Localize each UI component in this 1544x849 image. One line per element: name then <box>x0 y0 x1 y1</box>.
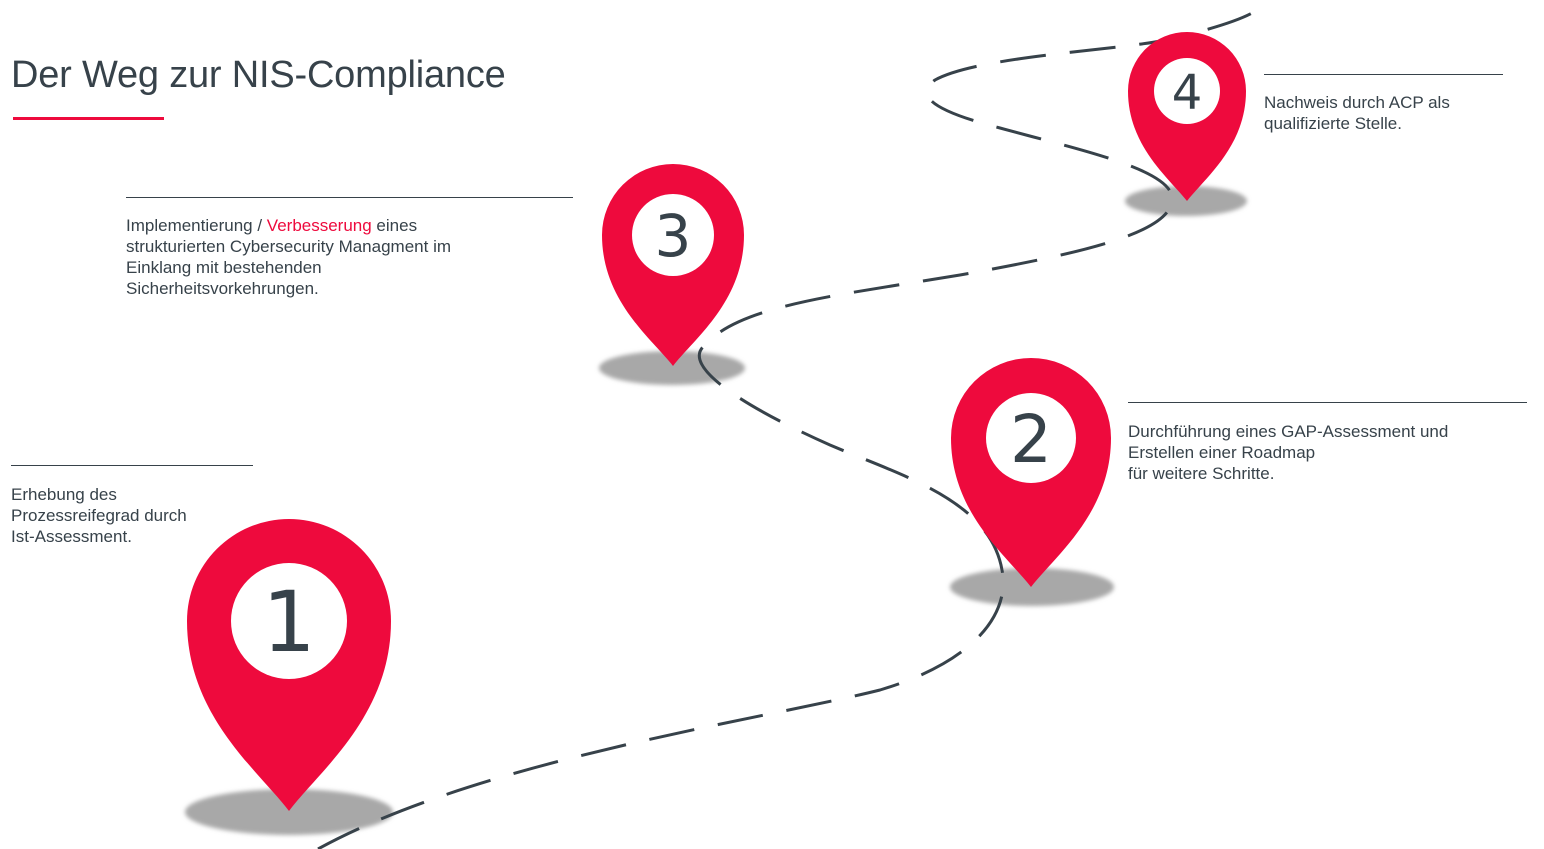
step-2-line: für weitere Schritte. <box>1128 464 1275 483</box>
step-3-description: Implementierung / Verbesserung eines str… <box>126 215 576 299</box>
step-4-rule <box>1264 74 1503 75</box>
step-1-line: Ist-Assessment. <box>11 527 132 546</box>
step-4-line: qualifizierte Stelle. <box>1264 114 1402 133</box>
step-3-line-end: eines <box>371 216 418 235</box>
pin-3-marker: 3 <box>602 164 744 366</box>
step-4-line: Nachweis durch ACP als <box>1264 93 1450 112</box>
step-3-line: Sicherheitsvorkehrungen. <box>126 279 319 298</box>
pin-3-shadow <box>599 351 745 385</box>
step-2-line: Erstellen einer Roadmap <box>1128 443 1316 462</box>
step-1-description: Erhebung des Prozessreifegrad durch Ist-… <box>11 484 261 547</box>
pin-3-number: 3 <box>655 202 692 270</box>
step-2-description: Durchführung eines GAP-Assessment und Er… <box>1128 421 1538 484</box>
pin-4-shadow <box>1125 186 1247 216</box>
step-1-line: Erhebung des <box>11 485 117 504</box>
pin-4-number: 4 <box>1172 65 1203 121</box>
pin-1-marker: 1 <box>187 519 391 811</box>
pin-4-marker: 4 <box>1128 32 1246 201</box>
step-3-line-start: Implementierung / <box>126 216 267 235</box>
pin-2-shadow <box>950 568 1114 606</box>
pin-1-number: 1 <box>262 573 315 671</box>
step-3-line: Einklang mit bestehenden <box>126 258 322 277</box>
page-title: Der Weg zur NIS-Compliance <box>11 54 506 96</box>
pin-2-marker: 2 <box>951 358 1111 587</box>
pin-2-number: 2 <box>1010 401 1052 478</box>
step-4-description: Nachweis durch ACP als qualifizierte Ste… <box>1264 92 1524 134</box>
step-1-line: Prozessreifegrad durch <box>11 506 187 525</box>
step-2-line: Durchführung eines GAP-Assessment und <box>1128 422 1449 441</box>
step-2-rule <box>1128 402 1527 403</box>
step-3-line: strukturierten Cybersecurity Managment i… <box>126 237 452 256</box>
step-3-highlight: Verbesserung <box>266 216 372 235</box>
step-1-rule <box>11 465 253 466</box>
step-3-line: Implementierung / Verbesserung eines <box>126 215 576 236</box>
title-underline <box>13 117 164 120</box>
pin-1-shadow <box>185 789 393 835</box>
step-3-rule <box>126 197 573 198</box>
roadmap-path <box>317 10 1255 849</box>
